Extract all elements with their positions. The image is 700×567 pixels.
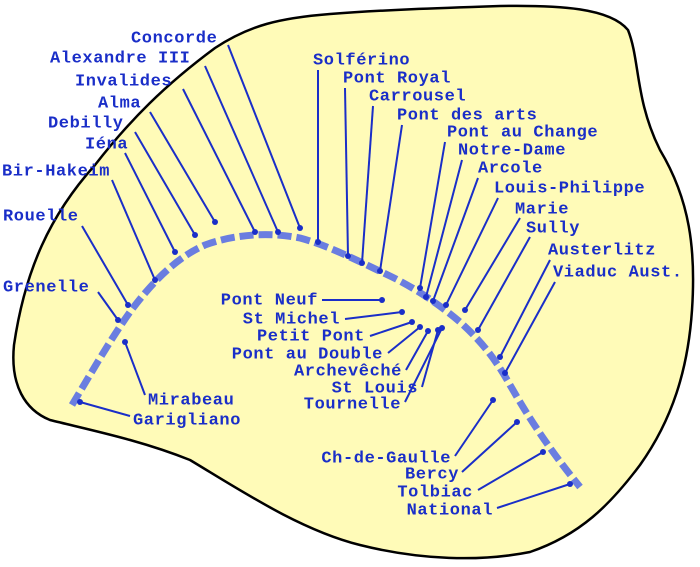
leader-lines — [79, 44, 571, 509]
label-pont-au-change: Pont au Change — [447, 123, 598, 142]
label-debilly: Debilly — [48, 114, 124, 133]
label-petit-pont: Petit Pont — [257, 327, 365, 346]
label-rouelle: Rouelle — [3, 207, 79, 226]
label-tournelle: Tournelle — [304, 395, 401, 414]
label-invalides: Invalides — [75, 72, 172, 91]
label-alexandre-iii: Alexandre III — [50, 49, 190, 68]
label-concorde: Concorde — [131, 29, 217, 48]
seine-river — [68, 231, 583, 490]
label-austerlitz: Austerlitz — [548, 241, 656, 260]
label-alma: Alma — [98, 94, 141, 113]
label-viaduc-austerlitz: Viaduc Aust. — [553, 263, 683, 282]
label-st-louis: St Louis — [332, 379, 418, 398]
label-iena: Iéna — [85, 135, 128, 154]
label-louis-philippe: Louis-Philippe — [494, 179, 645, 198]
label-arcole: Arcole — [478, 159, 543, 178]
label-solferino: Solférino — [313, 51, 410, 70]
label-marie: Marie — [515, 200, 569, 219]
label-bir-hakeim: Bir-Hakeim — [2, 162, 110, 181]
bridge-labels: Concorde Alexandre III Invalides Alma De… — [2, 29, 683, 520]
paris-outline — [12, 4, 695, 560]
label-pont-des-arts: Pont des arts — [397, 106, 537, 125]
label-bercy: Bercy — [405, 465, 459, 484]
label-pont-royal: Pont Royal — [343, 69, 451, 88]
label-garigliano: Garigliano — [133, 411, 241, 430]
label-tolbiac: Tolbiac — [397, 483, 473, 502]
label-carrousel: Carrousel — [369, 87, 466, 106]
label-ch-de-gaulle: Ch-de-Gaulle — [321, 449, 451, 468]
label-st-michel: St Michel — [243, 310, 340, 329]
label-notre-dame: Notre-Dame — [458, 141, 566, 160]
label-national: National — [407, 501, 493, 520]
label-archeveche: Archevêché — [294, 362, 402, 381]
label-sully: Sully — [526, 219, 580, 238]
label-grenelle: Grenelle — [3, 278, 89, 297]
label-pont-neuf: Pont Neuf — [221, 291, 318, 310]
bridge-dots — [77, 219, 573, 487]
label-pont-au-double: Pont au Double — [232, 345, 383, 364]
label-mirabeau: Mirabeau — [148, 391, 234, 410]
